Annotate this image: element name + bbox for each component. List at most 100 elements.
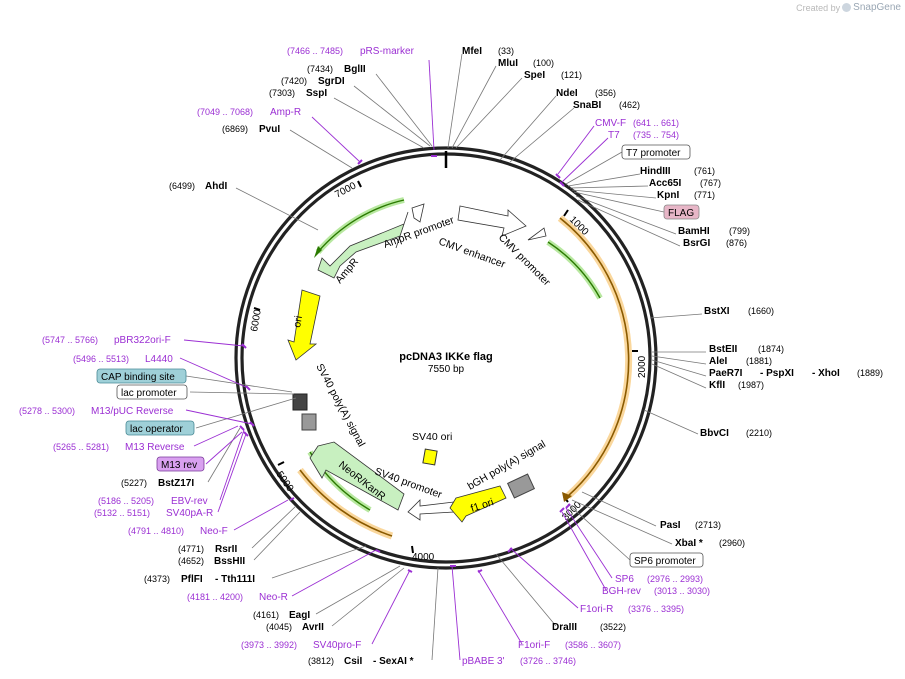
label-bamhi-name: BamHI [678,226,710,237]
label-bghrev-name: BGH-rev [602,586,641,597]
label-cmvf-name: CMV-F [595,118,626,129]
label-rsrii-pos: (4771) [178,544,204,554]
label-kpni-pos: (771) [694,190,715,200]
tick-label-6000: 6000 [249,308,264,332]
label-draiii-name: DraIII [552,622,577,633]
label-sspi-name: SspI [306,88,327,99]
label-f1orif-pos: (3586 .. 3607) [565,640,621,650]
label-bsteii-pos: (1874) [758,344,784,354]
label-snabi-pos: (462) [619,100,640,110]
label-ahdi-name: AhdI [205,181,227,192]
label-bsrgi-name: BsrGI [683,238,710,249]
label-f1orif-name: F1ori-F [518,640,550,651]
label-bstz17i-name: BstZ17I [158,478,194,489]
backbone [234,146,658,570]
label-tth111i-name: - Tth111I [215,574,255,585]
label-pasi-name: PasI [660,520,681,531]
label-sgrdi-pos: (7420) [281,76,307,86]
label-bstxi-name: BstXI [704,306,730,317]
plasmid-name: pcDNA3 IKKe flag [399,351,493,363]
label-sv40par-name: SV40pA-R [166,508,213,519]
label-neor-primer-pos: (4181 .. 4200) [187,592,243,602]
label-bamhi-pos: (799) [729,226,750,236]
label-pasi-pos: (2713) [695,520,721,530]
label-mfei-name: MfeI [462,46,482,57]
label-eagi-pos: (4161) [253,610,279,620]
label-prs-name: pRS-marker [360,46,415,57]
tick-label-4000: 4000 [412,552,435,563]
label-paer7i-pos: (1889) [857,368,883,378]
label-m13puc-name: M13/pUC Reverse [91,406,174,417]
label-m13rev: M13 rev [161,460,197,471]
label-sspi-pos: (7303) [269,88,295,98]
label-kpni-name: KpnI [657,190,679,201]
lac-promoter-box [116,384,188,400]
feature-bgh-polya: bGH poly(A) signal [466,438,548,492]
label-m13puc-pos: (5278 .. 5300) [19,406,75,416]
label-ndei-name: NdeI [556,88,578,99]
sp6-promoter-box [629,552,704,568]
feature-ori: ori [291,315,305,329]
label-pflfi-name: PflFI [181,574,203,585]
label-bsteii-name: BstEII [709,344,738,355]
feature-sv40-polya: SV40 poly(A) signal [313,362,367,449]
flag-box [663,204,700,220]
credit-brand: SnapGene [853,2,901,13]
label-spei-pos: (121) [561,70,582,80]
label-draiii-pos: (3522) [600,622,626,632]
label-ebvrev-name: EBV-rev [171,496,208,507]
label-csii-pos: (3812) [308,656,334,666]
label-mfei-pos: (33) [498,46,514,56]
label-f1orir-name: F1ori-R [580,604,613,615]
label-eagi-name: EagI [289,610,310,621]
label-mlui-pos: (100) [533,58,554,68]
label-f1orir-pos: (3376 .. 3395) [628,604,684,614]
label-bstxi-pos: (1660) [748,306,774,316]
labels-top: (7466 .. 7485) pRS-marker (7434) BglII (… [169,46,750,249]
label-xbai-name: XbaI * [675,538,703,549]
label-paer7i-name: PaeR7I [709,368,743,379]
label-bbvci-name: BbvCI [700,428,729,439]
label-pvui-name: PvuI [259,124,280,135]
label-bghrev-pos: (3013 .. 3030) [654,586,710,596]
label-bstz17i-pos: (5227) [121,478,147,488]
label-hindiii-pos: (761) [694,166,715,176]
label-acc65i-pos: (767) [700,178,721,188]
label-l4440-name: L4440 [145,354,173,365]
label-rsrii-name: RsrII [215,544,237,555]
label-ampr-primer-name: Amp-R [270,107,301,118]
label-sv40prof-name: SV40pro-F [313,640,361,651]
label-sp6promoter: SP6 promoter [634,556,696,567]
label-pvui-pos: (6869) [222,124,248,134]
label-sv40prof-pos: (3973 .. 3992) [241,640,297,650]
labels-right: BstXI (1660) BstEII (1874) AleI (1881) P… [462,306,883,667]
label-acc65i-name: Acc65I [649,178,681,189]
label-neor-primer-name: Neo-R [259,592,288,603]
label-bsshii-name: BssHII [214,556,245,567]
label-kfli-name: KflI [709,380,725,391]
label-csii-name: CsiI [344,656,363,667]
m13rev-box [156,456,205,472]
label-flag: FLAG [668,208,694,219]
label-pbr322-name: pBR322ori-F [114,335,171,346]
label-prs-pos: (7466 .. 7485) [287,46,343,56]
label-bglii-pos: (7434) [307,64,333,74]
label-sp6-pos: (2976 .. 2993) [647,574,703,584]
label-m13reverse-name: M13 Reverse [125,442,185,453]
label-ndei-pos: (356) [595,88,616,98]
label-cap: CAP binding site [101,372,175,383]
label-t7-name: T7 [608,130,620,141]
label-xhoi-name: - XhoI [812,368,840,379]
label-xbai-pos: (2960) [719,538,745,548]
inner-features [287,197,633,540]
label-t7promoter: T7 promoter [626,148,681,159]
tick-label-2000: 2000 [637,355,648,378]
t7-promoter-box [621,144,691,160]
credit-prefix: Created by [796,2,841,13]
label-bbvci-pos: (2210) [746,428,772,438]
label-lacpromoter: lac promoter [121,388,177,399]
label-t7-pos: (735 .. 754) [633,130,679,140]
label-spei-name: SpeI [524,70,545,81]
label-hindiii-name: HindIII [640,166,671,177]
label-pflfi-pos: (4373) [144,574,170,584]
